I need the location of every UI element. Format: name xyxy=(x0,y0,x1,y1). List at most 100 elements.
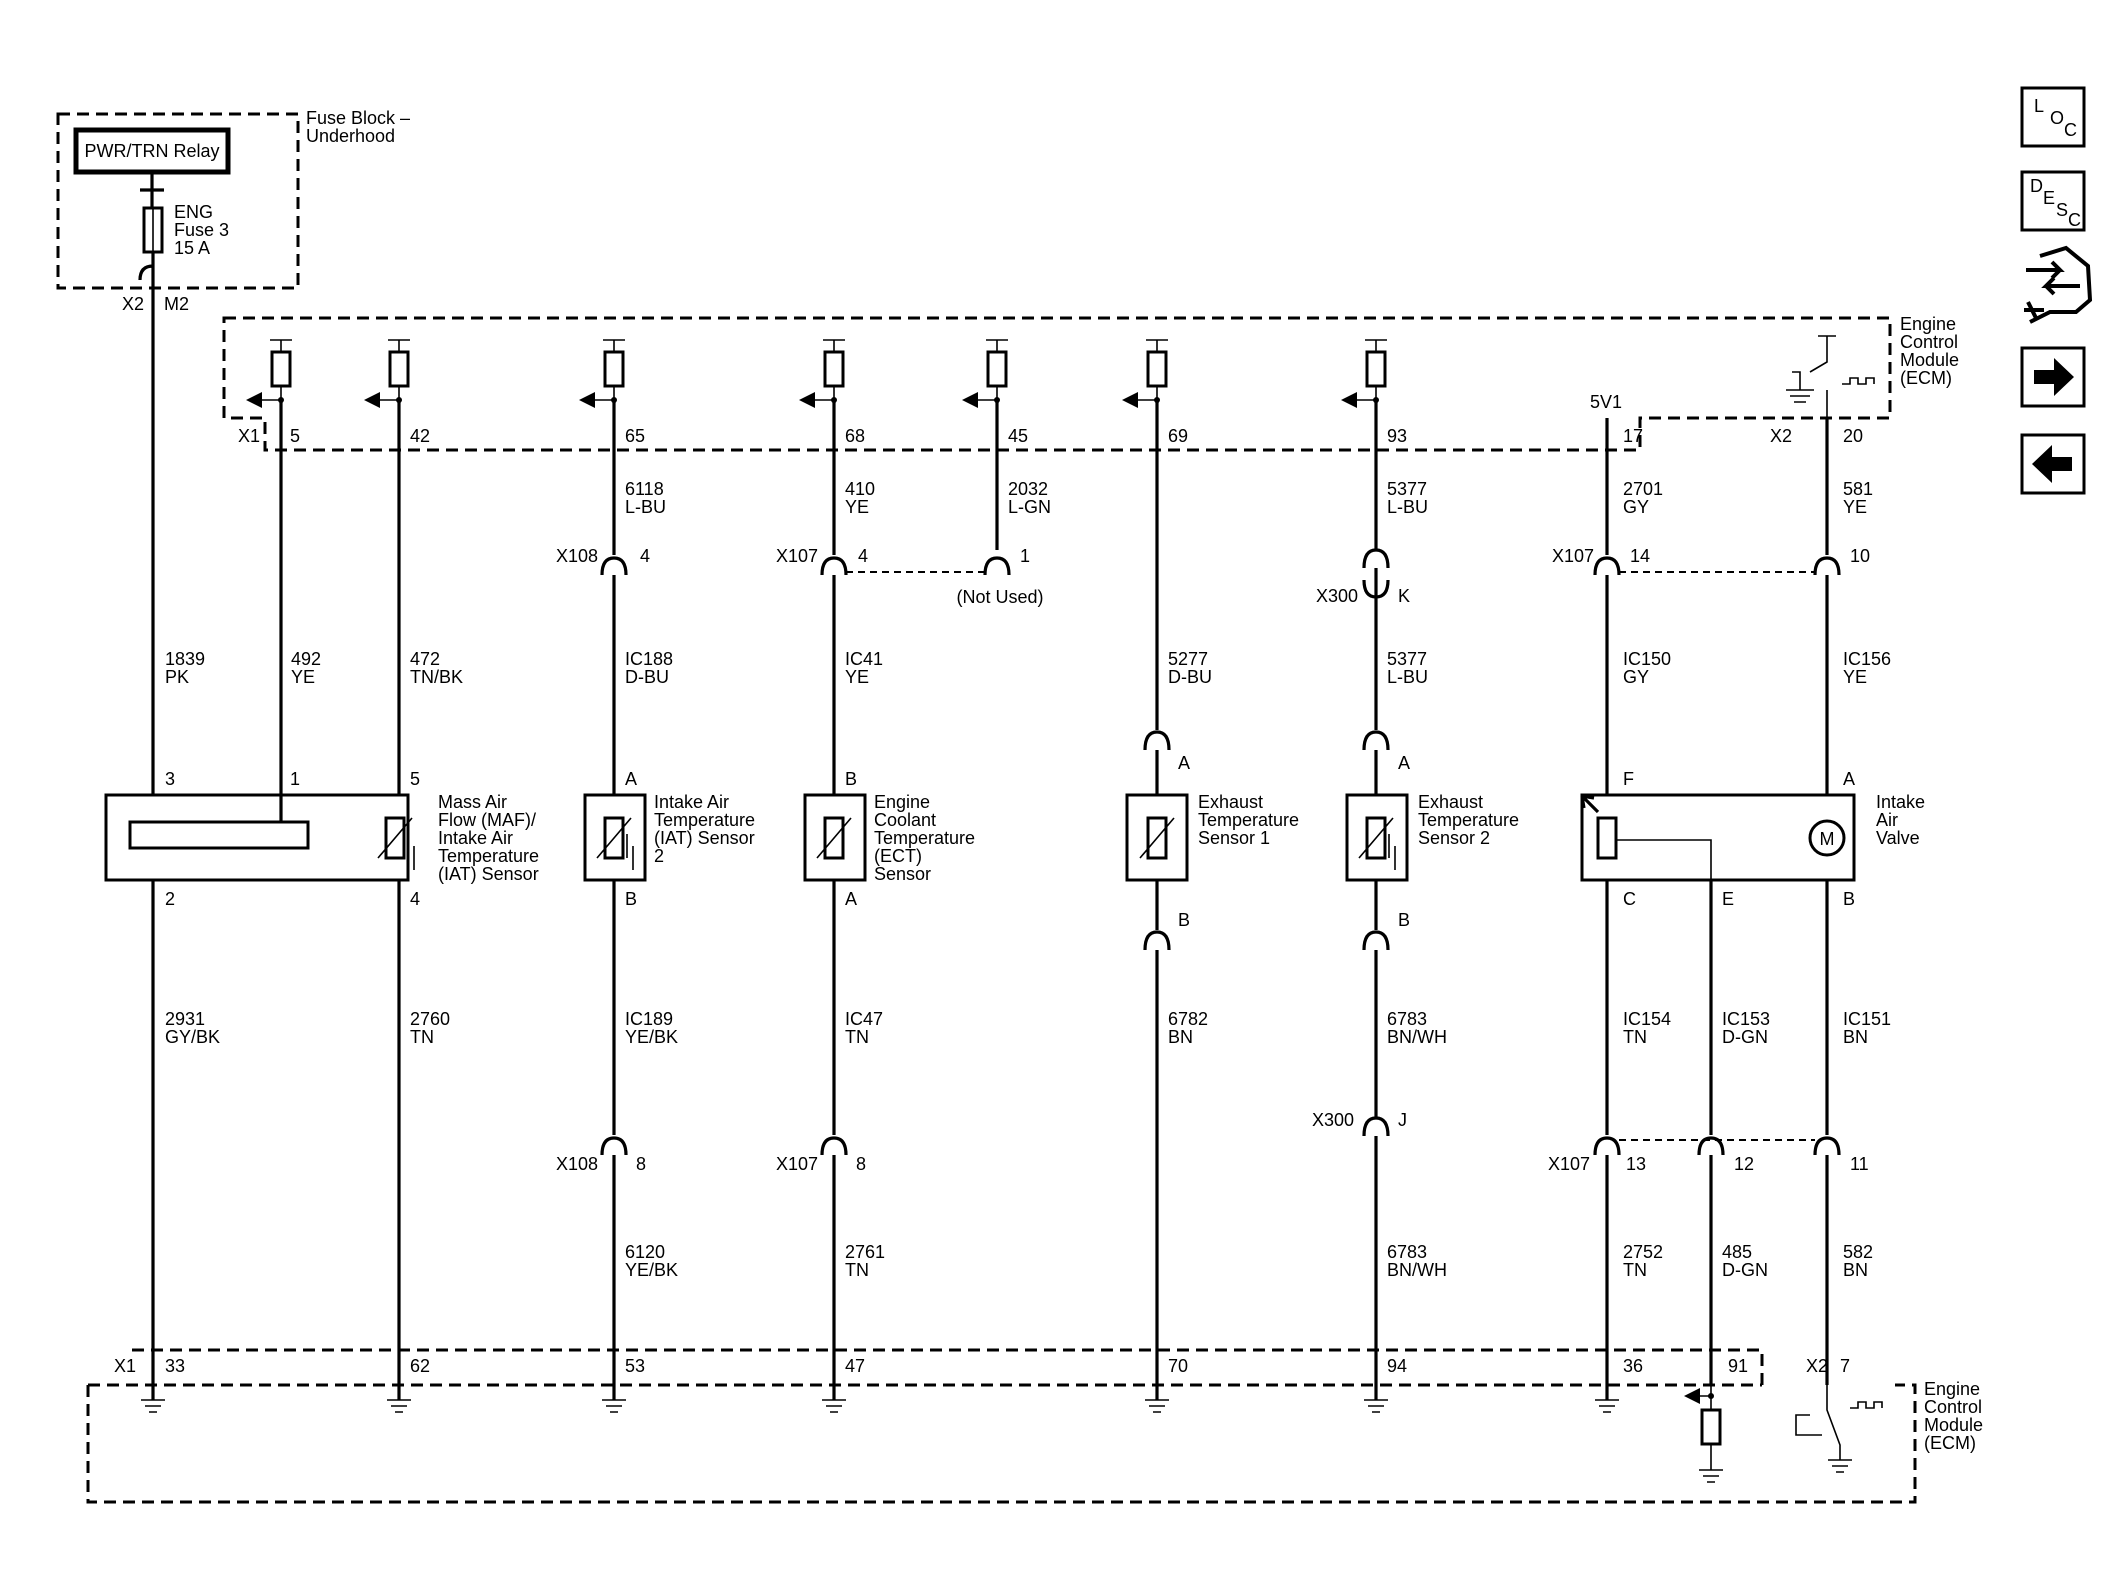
component-label: Valve xyxy=(1876,828,1920,848)
loc-letter: C xyxy=(2064,120,2077,140)
ecm-top-pin-93: 93 xyxy=(1387,426,1407,446)
connector-pin: 8 xyxy=(856,1154,866,1174)
wire-color: BN xyxy=(1168,1027,1193,1047)
pin-label: A xyxy=(1843,769,1855,789)
ecm-bottom-line2: Control xyxy=(1924,1397,1982,1417)
pin-label: 1 xyxy=(290,769,300,789)
connector-tool-icon[interactable] xyxy=(2024,245,2093,324)
wire-color: YE xyxy=(845,667,869,687)
component-label: Sensor 2 xyxy=(1418,828,1490,848)
connector-pin: 12 xyxy=(1734,1154,1754,1174)
connector-name: X107 xyxy=(776,1154,818,1174)
wire-number: 2931 xyxy=(165,1009,205,1029)
loc-letter: O xyxy=(2050,108,2064,128)
wire-color: TN/BK xyxy=(410,667,463,687)
connector-name: X108 xyxy=(556,546,598,566)
maf-iat-sensor: 3 1 5 2 4 Mass Air Flow (MAF)/ Intake Ai… xyxy=(104,769,539,909)
ecm-bottom-pin: 70 xyxy=(1168,1356,1188,1376)
connector-pin: J xyxy=(1398,1110,1407,1130)
wire-color: TN xyxy=(1623,1027,1647,1047)
desc-letter: C xyxy=(2068,210,2081,230)
wire-color: TN xyxy=(845,1027,869,1047)
fuse-block: Fuse Block – Underhood PWR/TRN Relay ENG… xyxy=(56,108,410,314)
wire-color: BN xyxy=(1843,1260,1868,1280)
ref-5v: 5V1 xyxy=(1590,392,1622,412)
wire-number: 6783 xyxy=(1387,1242,1427,1262)
ecm-bottom: Engine Control Module (ECM) X1 X2 33 62 … xyxy=(86,1348,1983,1504)
ecm-top-line2: Control xyxy=(1900,332,1958,352)
intake-air-valve: M F A C E B Intake Air Valve xyxy=(1580,769,1925,909)
fuse-number: Fuse 3 xyxy=(174,220,229,240)
ecm-top-line4: (ECM) xyxy=(1900,368,1952,388)
description-button[interactable]: D E S C xyxy=(2020,170,2086,232)
desc-letter: D xyxy=(2030,176,2043,196)
ecm-internal-resistors xyxy=(246,335,1875,418)
component-label: Coolant xyxy=(874,810,936,830)
component-label: Temperature xyxy=(654,810,755,830)
ecm-bottom-pin: 7 xyxy=(1840,1356,1850,1376)
wire-color: L-BU xyxy=(1387,667,1428,687)
pin-label: B xyxy=(625,889,637,909)
forward-arrow-button[interactable] xyxy=(2020,346,2086,408)
pin-label: 4 xyxy=(410,889,420,909)
component-label: Temperature xyxy=(438,846,539,866)
connector-name: X107 xyxy=(1552,546,1594,566)
fuse-pin: M2 xyxy=(164,294,189,314)
wire-number: 6120 xyxy=(625,1242,665,1262)
wire-number: IC156 xyxy=(1843,649,1891,669)
wire-color: D-BU xyxy=(625,667,669,687)
ecm-top-pin-5: 5 xyxy=(290,426,300,446)
pin-label: 5 xyxy=(410,769,420,789)
pin-label: F xyxy=(1623,769,1634,789)
pin-label: B xyxy=(1398,910,1410,930)
ecm-bottom-pin: 53 xyxy=(625,1356,645,1376)
wire-number: 6783 xyxy=(1387,1009,1427,1029)
pin-label: E xyxy=(1722,889,1734,909)
wire-color: PK xyxy=(165,667,189,687)
component-label: (ECT) xyxy=(874,846,922,866)
ecm-bottom-pin: 91 xyxy=(1728,1356,1748,1376)
ecm-top-pin-68: 68 xyxy=(845,426,865,446)
exhaust-temp-sensor-1: A B Exhaust Temperature Sensor 1 xyxy=(1125,753,1299,930)
component-label: Engine xyxy=(874,792,930,812)
back-arrow-button[interactable] xyxy=(2020,433,2086,495)
pin-label: A xyxy=(625,769,637,789)
component-label: (IAT) Sensor xyxy=(438,864,539,884)
component-label: Intake Air xyxy=(438,828,513,848)
ecm-bottom-line1: Engine xyxy=(1924,1379,1980,1399)
wire-number: IC41 xyxy=(845,649,883,669)
wire-color: YE xyxy=(291,667,315,687)
relay-label: PWR/TRN Relay xyxy=(84,141,219,161)
ecm-bottom-line3: Module xyxy=(1924,1415,1983,1435)
component-label: Temperature xyxy=(1418,810,1519,830)
ecm-bottom-pin: 94 xyxy=(1387,1356,1407,1376)
wire-color: YE xyxy=(845,497,869,517)
wire-color: L-GN xyxy=(1008,497,1051,517)
desc-letter: S xyxy=(2056,200,2068,220)
wire-number: IC188 xyxy=(625,649,673,669)
wire-color: BN xyxy=(1843,1027,1868,1047)
wire-number: IC189 xyxy=(625,1009,673,1029)
connector-pin: 13 xyxy=(1626,1154,1646,1174)
component-label: Intake xyxy=(1876,792,1925,812)
wire-color: D-BU xyxy=(1168,667,1212,687)
wire-number: 472 xyxy=(410,649,440,669)
wire-number: IC151 xyxy=(1843,1009,1891,1029)
component-label: Intake Air xyxy=(654,792,729,812)
connector-pin: 1 xyxy=(1020,546,1030,566)
ecm-top-x1: X1 xyxy=(238,426,260,446)
fuse-name: ENG xyxy=(174,202,213,222)
connector-name: X300 xyxy=(1312,1110,1354,1130)
wire-number: 5377 xyxy=(1387,649,1427,669)
connector-name: X107 xyxy=(1548,1154,1590,1174)
nav-panel: L O C D E S C xyxy=(2020,86,2093,495)
wire-number: 6118 xyxy=(625,479,664,499)
wire-color: BN/WH xyxy=(1387,1027,1447,1047)
wire-color: GY xyxy=(1623,497,1649,517)
wire-number: 6782 xyxy=(1168,1009,1208,1029)
component-label: Flow (MAF)/ xyxy=(438,810,536,830)
inline-connectors: X108 4 X107 4 1 (Not Used) X300 K X107 1… xyxy=(556,546,1870,1174)
location-button[interactable]: L O C xyxy=(2020,86,2086,148)
wire-number: 5277 xyxy=(1168,649,1208,669)
